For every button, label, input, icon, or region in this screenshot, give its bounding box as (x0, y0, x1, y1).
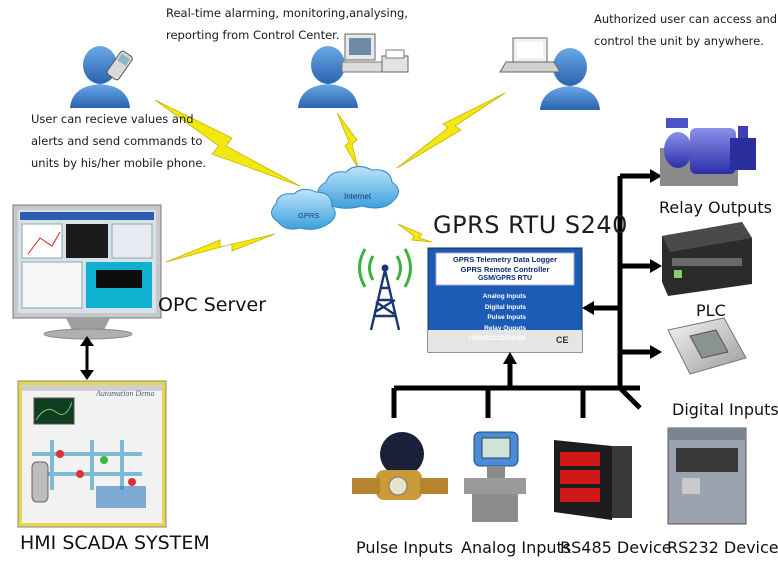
annotation-line: units by his/her mobile phone. (31, 156, 207, 170)
gsm-tower-icon (358, 248, 412, 331)
rtu-panel-line1: GPRS Telemetry Data Logger (452, 255, 558, 264)
control-center-person-icon (298, 33, 409, 108)
rtu-input-item: Analog Inputs (482, 293, 526, 300)
rtu-panel-line3: GSM/GPRS RTU (477, 275, 533, 282)
annotation-line: control the unit by anywhere. (594, 34, 764, 48)
lightning-bolt-icon (397, 223, 433, 243)
relay-outputs-pump-icon (660, 118, 756, 186)
bus-arrowheads (503, 169, 662, 364)
hmi-scada-label: HMI SCADA SYSTEM (20, 532, 210, 554)
double-arrow-icon (80, 336, 94, 380)
lightning-bolt-icon (154, 99, 301, 187)
digital-inputs-device-icon (667, 317, 747, 375)
authorized-user-person-icon (499, 37, 600, 110)
rs485-meter-icon (554, 440, 632, 520)
lightning-bolt-icon (336, 112, 359, 169)
water-meter-icon (352, 432, 448, 500)
internet-cloud-icon (317, 166, 399, 209)
digital-inputs-label: Digital Inputs (672, 400, 778, 419)
laptop-icon (499, 37, 561, 73)
rs232-device-icon (667, 427, 747, 525)
rtu-input-item: Pulse Inputs (487, 314, 526, 321)
rs485-device-label: RS485 Device (560, 538, 672, 557)
annotation-line: Authorized user can access and (594, 12, 778, 26)
pressure-transmitter-icon (464, 431, 526, 522)
gprs-rtu-device (427, 247, 583, 353)
rtu-panel-line2: GPRS Remote Controller (460, 265, 550, 274)
rtu-input-item: Digital Inputs (484, 303, 526, 311)
bus-lines (391, 173, 650, 418)
mobile-user-annotation: User can recieve values and alerts and s… (31, 108, 206, 174)
pulse-inputs-label: Pulse Inputs (356, 538, 453, 557)
opc-server-label: OPC Server (158, 294, 267, 316)
internet-cloud-label: Internet (344, 192, 372, 201)
plc-label: PLC (696, 301, 726, 320)
hmi-screen-title: Automation Demo (96, 389, 155, 398)
hmi-scada-screen (17, 380, 167, 528)
annotation-line: User can recieve values and (31, 112, 194, 126)
plc-icon (662, 222, 752, 296)
opc-server-monitor-icon (12, 204, 162, 340)
lightning-bolt-icon (396, 92, 506, 169)
rtu-input-item: USB/RS232/RS485 (468, 335, 526, 342)
lightning-bolt-icon (165, 233, 276, 263)
mobile-user-person-icon (70, 46, 133, 108)
ce-mark: CE (556, 335, 569, 345)
printer-icon (381, 49, 409, 73)
mobile-phone-icon (106, 50, 133, 81)
annotation-line: reporting from Control Center. (166, 28, 340, 42)
gprs-cloud-label: GPRS (298, 211, 320, 220)
authorized-user-annotation: Authorized user can access and control t… (594, 8, 777, 52)
rtu-input-item: Relay Ouputs (484, 324, 526, 332)
annotation-line: Real-time alarming, monitoring,analysing… (166, 6, 408, 20)
control-center-annotation: Real-time alarming, monitoring,analysing… (166, 2, 408, 46)
annotation-line: alerts and send commands to (31, 134, 203, 148)
rtu-input-list: Analog Inputs Digital Inputs Pulse Input… (450, 292, 526, 345)
analog-inputs-label: Analog Inputs (461, 538, 572, 557)
rs232-device-label: RS232 Device (667, 538, 778, 557)
device-title: GPRS RTU S240 (433, 211, 628, 239)
lightning-bolt-icons (154, 92, 506, 263)
relay-outputs-label: Relay Outputs (659, 198, 772, 217)
gprs-cloud-icon (271, 188, 336, 230)
